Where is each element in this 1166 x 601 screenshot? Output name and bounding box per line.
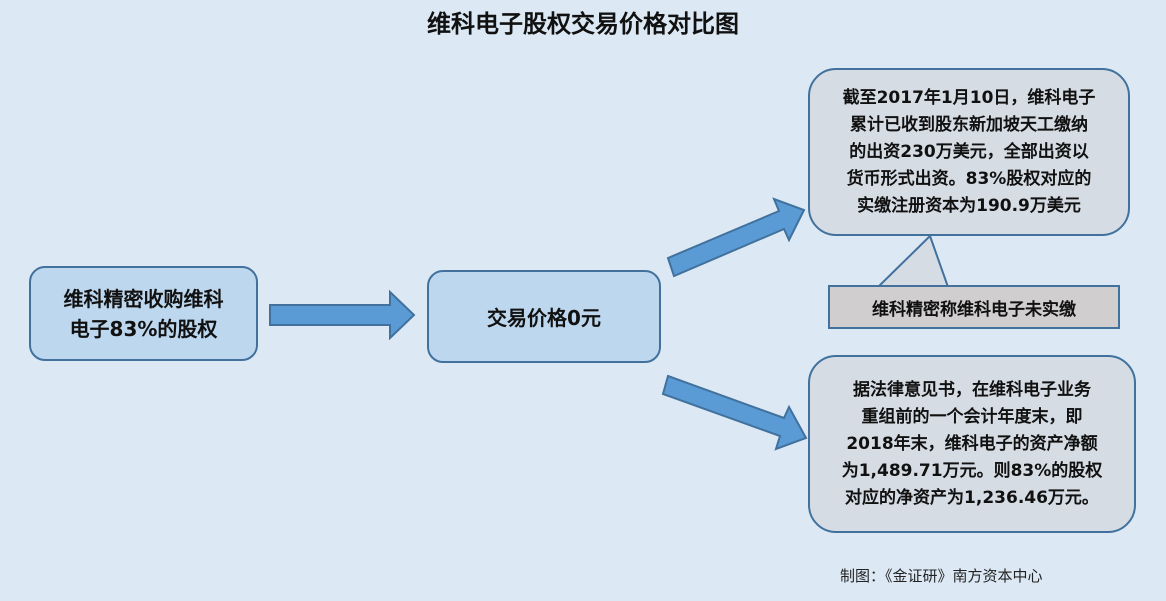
price-box-text: 交易价格0元 xyxy=(487,306,601,330)
bubble-line: 据法律意见书，在维科电子业务 xyxy=(852,379,1091,400)
bubble-line: 实缴注册资本为190.9万美元 xyxy=(857,195,1081,216)
page-title: 维科电子股权交易价格对比图 xyxy=(427,10,739,38)
price-box: 交易价格0元 xyxy=(427,270,661,363)
paid-capital-bubble: 截至2017年1月10日，维科电子 累计已收到股东新加坡天工缴纳 的出资230万… xyxy=(808,68,1130,236)
bubble-line: 为1,489.71万元。则83%的股权 xyxy=(841,460,1103,481)
bubble-line: 重组前的一个会计年度末，即 xyxy=(861,406,1083,427)
bubble-line: 累计已收到股东新加坡天工缴纳 xyxy=(850,114,1088,135)
bubble-line: 货币形式出资。83%股权对应的 xyxy=(846,168,1092,189)
source-credit: 制图：《金证研》南方资本中心 xyxy=(840,567,1043,585)
acquisition-box-line-2: 电子83%的股权 xyxy=(69,316,218,341)
acquisition-box: 维科精密收购维科 电子83%的股权 xyxy=(29,266,258,361)
acquisition-box-line-1: 维科精密收购维科 xyxy=(63,286,224,311)
bubble-line: 2018年末，维科电子的资产净额 xyxy=(846,433,1098,454)
arrow-price-to-top-bubble xyxy=(666,197,806,278)
callout-pointer xyxy=(875,234,950,288)
arrow-price-to-bottom-bubble xyxy=(661,374,808,451)
callout-text: 维科精密称维科电子未实缴 xyxy=(872,299,1076,320)
net-assets-bubble: 据法律意见书，在维科电子业务 重组前的一个会计年度末，即 2018年末，维科电子… xyxy=(808,355,1136,533)
bubble-line: 对应的净资产为1,236.46万元。 xyxy=(845,487,1099,508)
arrow-source-to-price xyxy=(269,289,416,341)
bubble-line: 截至2017年1月10日，维科电子 xyxy=(842,87,1096,108)
unpaid-claim-callout: 维科精密称维科电子未实缴 xyxy=(828,285,1120,329)
bubble-line: 的出资230万美元，全部出资以 xyxy=(849,141,1089,162)
